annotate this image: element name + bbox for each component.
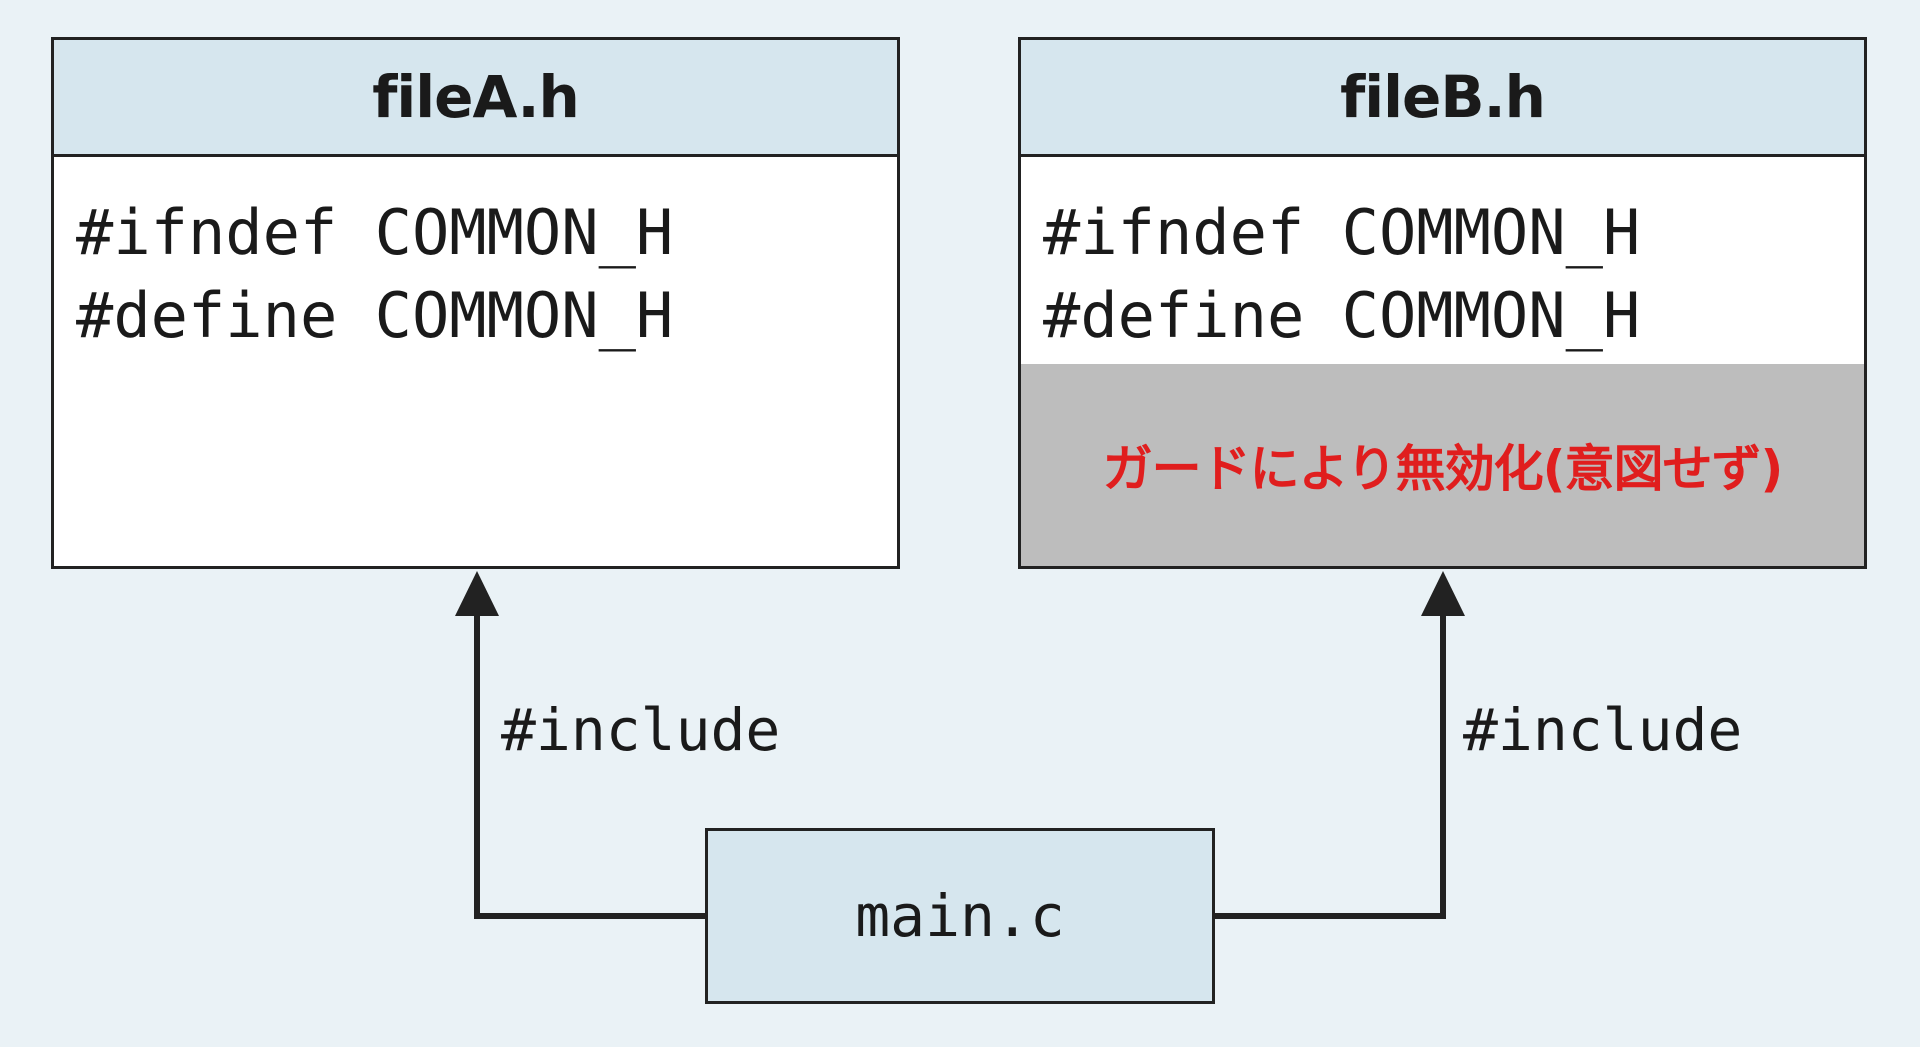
include-label-fileA: #include (501, 696, 781, 764)
file-b-code: #ifndef COMMON_H #define COMMON_H (1021, 157, 1864, 357)
main-c-box: main.c (705, 828, 1215, 1004)
edge-main-to-fileA (474, 600, 705, 919)
file-b-title: fileB.h (1021, 40, 1864, 157)
file-b-code-line-define: #define COMMON_H (1043, 279, 1641, 352)
file-b-code-line-ifndef: #ifndef COMMON_H (1043, 196, 1641, 269)
file-a-code: #ifndef COMMON_H #define COMMON_H (54, 157, 897, 357)
file-a-code-line-define: #define COMMON_H (76, 279, 674, 352)
file-b-disabled-note: ガードにより無効化(意図せず) (1102, 440, 1784, 498)
file-b-box: fileB.h #ifndef COMMON_H #define COMMON_… (1018, 37, 1867, 569)
edge-main-to-fileB (1215, 600, 1446, 919)
arrowhead-fileB (1421, 571, 1465, 616)
file-a-title: fileA.h (54, 40, 897, 157)
file-a-code-line-ifndef: #ifndef COMMON_H (76, 196, 674, 269)
arrowhead-fileA (455, 571, 499, 616)
file-b-disabled-region: ガードにより無効化(意図せず) (1021, 364, 1864, 566)
include-label-fileB: #include (1463, 696, 1743, 764)
file-a-box: fileA.h #ifndef COMMON_H #define COMMON_… (51, 37, 900, 569)
